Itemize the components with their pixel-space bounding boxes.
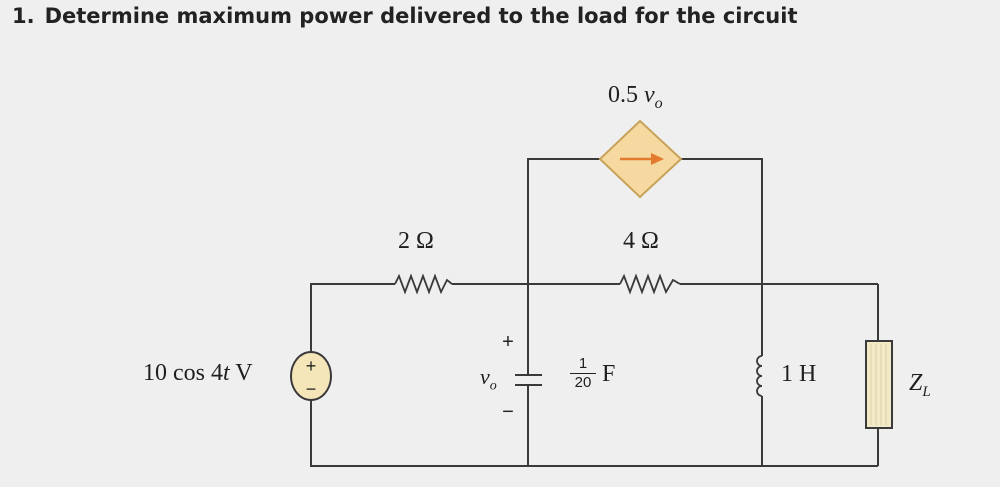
load-label: ZL	[909, 370, 931, 401]
vo-sub: o	[489, 378, 497, 394]
wire-dep-left	[527, 158, 600, 284]
vo-minus: −	[502, 401, 514, 423]
resistor-2ohm	[394, 273, 453, 295]
inductor	[756, 355, 763, 397]
vo-var: v	[480, 364, 490, 389]
cap-den: 20	[574, 374, 592, 391]
dep-coeff: 0.5	[608, 82, 644, 108]
dep-var: v	[644, 82, 655, 108]
dep-sub: o	[654, 94, 663, 112]
source-minus: −	[306, 379, 317, 399]
source-label-var: t	[223, 360, 230, 386]
source-plus: +	[306, 356, 317, 376]
question-header: 1. Determine maximum power delivered to t…	[12, 4, 798, 28]
resistor-4ohm	[619, 273, 681, 295]
wire-dep-right	[681, 158, 763, 284]
source-label: 10 cos 4t V	[143, 360, 253, 387]
cap-num: 1	[578, 355, 588, 372]
question-number: 1.	[12, 4, 35, 28]
source-label-text: 10 cos 4	[143, 360, 223, 386]
resistor-4ohm-label: 4 Ω	[623, 228, 659, 254]
load-hatch	[870, 344, 887, 425]
voltage-source: + −	[290, 351, 332, 401]
vo-label: vo	[480, 364, 497, 394]
source-label-unit: V	[229, 360, 253, 386]
wire-bottom	[310, 400, 878, 467]
dependent-source-label: 0.5 vo	[608, 82, 663, 113]
capacitor	[515, 374, 542, 386]
load-var: Z	[909, 370, 923, 396]
resistor-2ohm-label: 2 Ω	[398, 228, 434, 254]
load-sub: L	[922, 383, 931, 400]
wires	[310, 158, 879, 467]
arrow-right-icon	[620, 153, 664, 165]
fraction-bar	[570, 373, 596, 374]
wire-left-top	[310, 283, 395, 353]
question-text: Determine maximum power delivered to the…	[44, 4, 798, 28]
vo-plus: +	[502, 331, 514, 353]
capacitor-unit: F	[602, 361, 616, 387]
inductor-label: 1 H	[781, 361, 817, 387]
capacitor-fraction: 1 20	[570, 356, 596, 391]
load-impedance	[865, 340, 893, 429]
